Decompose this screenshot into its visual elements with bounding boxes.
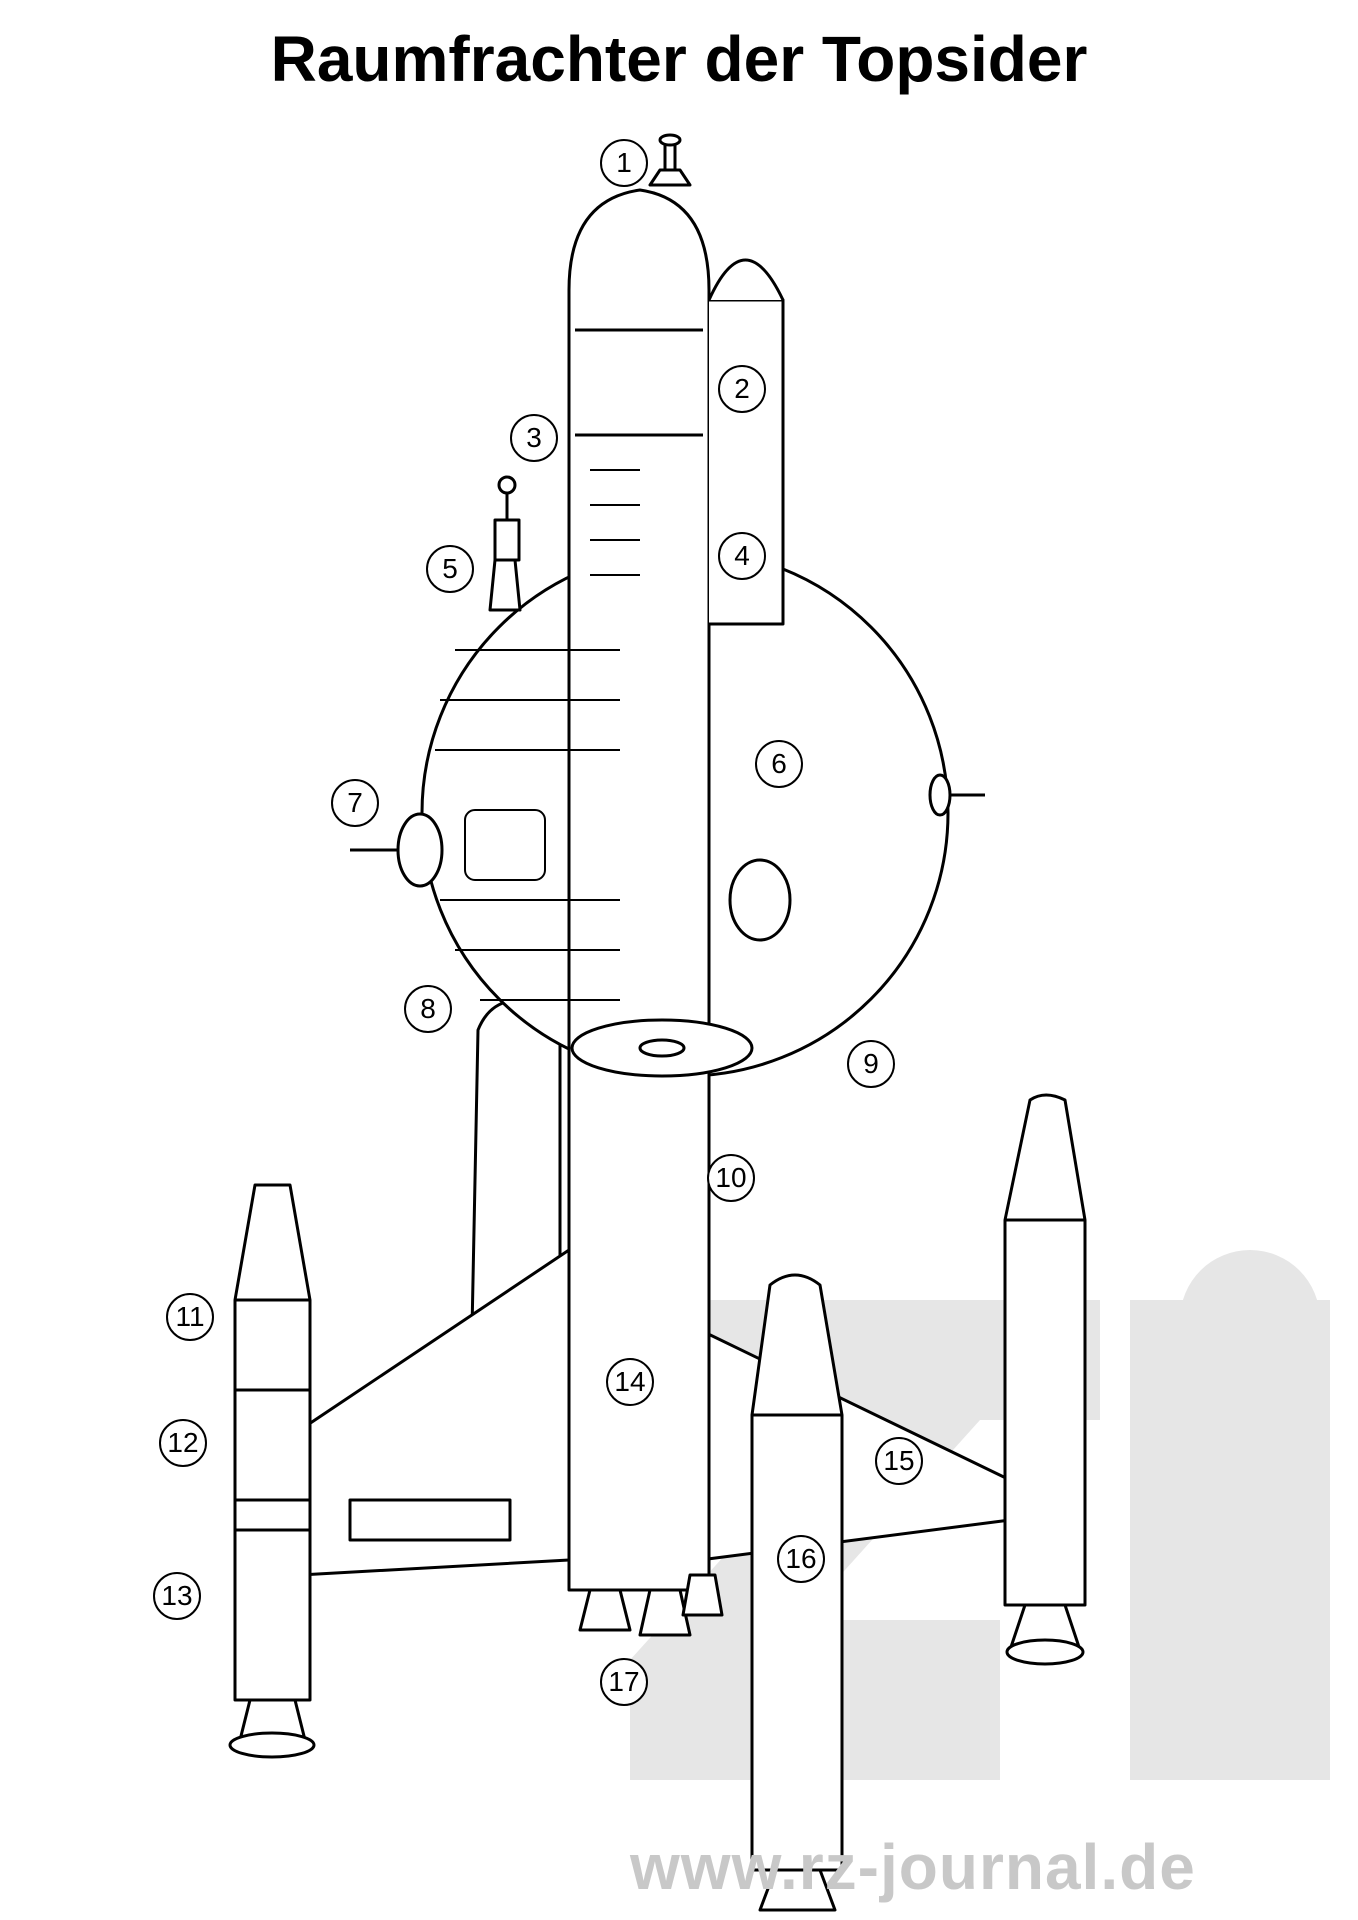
callout-17: 17 — [600, 1658, 648, 1706]
callout-6: 6 — [755, 740, 803, 788]
internal-decks — [435, 469, 640, 1001]
callout-7: 7 — [331, 779, 379, 827]
side-pod-left — [350, 812, 444, 888]
booster-right-far — [1003, 1093, 1087, 1666]
diagram-title: Raumfrachter der Topsider — [270, 23, 1088, 95]
callout-4: 4 — [718, 532, 766, 580]
callout-2: 2 — [718, 365, 766, 413]
top-antenna — [648, 133, 692, 187]
callout-10: 10 — [707, 1154, 755, 1202]
callout-14: 14 — [606, 1358, 654, 1406]
callout-11: 11 — [166, 1293, 214, 1341]
side-pod-right — [728, 773, 985, 942]
callout-9: 9 — [847, 1040, 895, 1088]
callout-8: 8 — [404, 985, 452, 1033]
watermark-url: www.rz-journal.de — [630, 1831, 1196, 1903]
callout-12: 12 — [159, 1419, 207, 1467]
callout-15: 15 — [875, 1437, 923, 1485]
callout-3: 3 — [510, 414, 558, 462]
callout-16: 16 — [777, 1535, 825, 1583]
callout-13: 13 — [153, 1572, 201, 1620]
booster-front — [750, 1273, 844, 1912]
callout-5: 5 — [426, 545, 474, 593]
top-turret — [488, 475, 522, 612]
booster-detached-left — [228, 1183, 316, 1759]
main-engines — [578, 1573, 724, 1637]
callout-1: 1 — [600, 139, 648, 187]
